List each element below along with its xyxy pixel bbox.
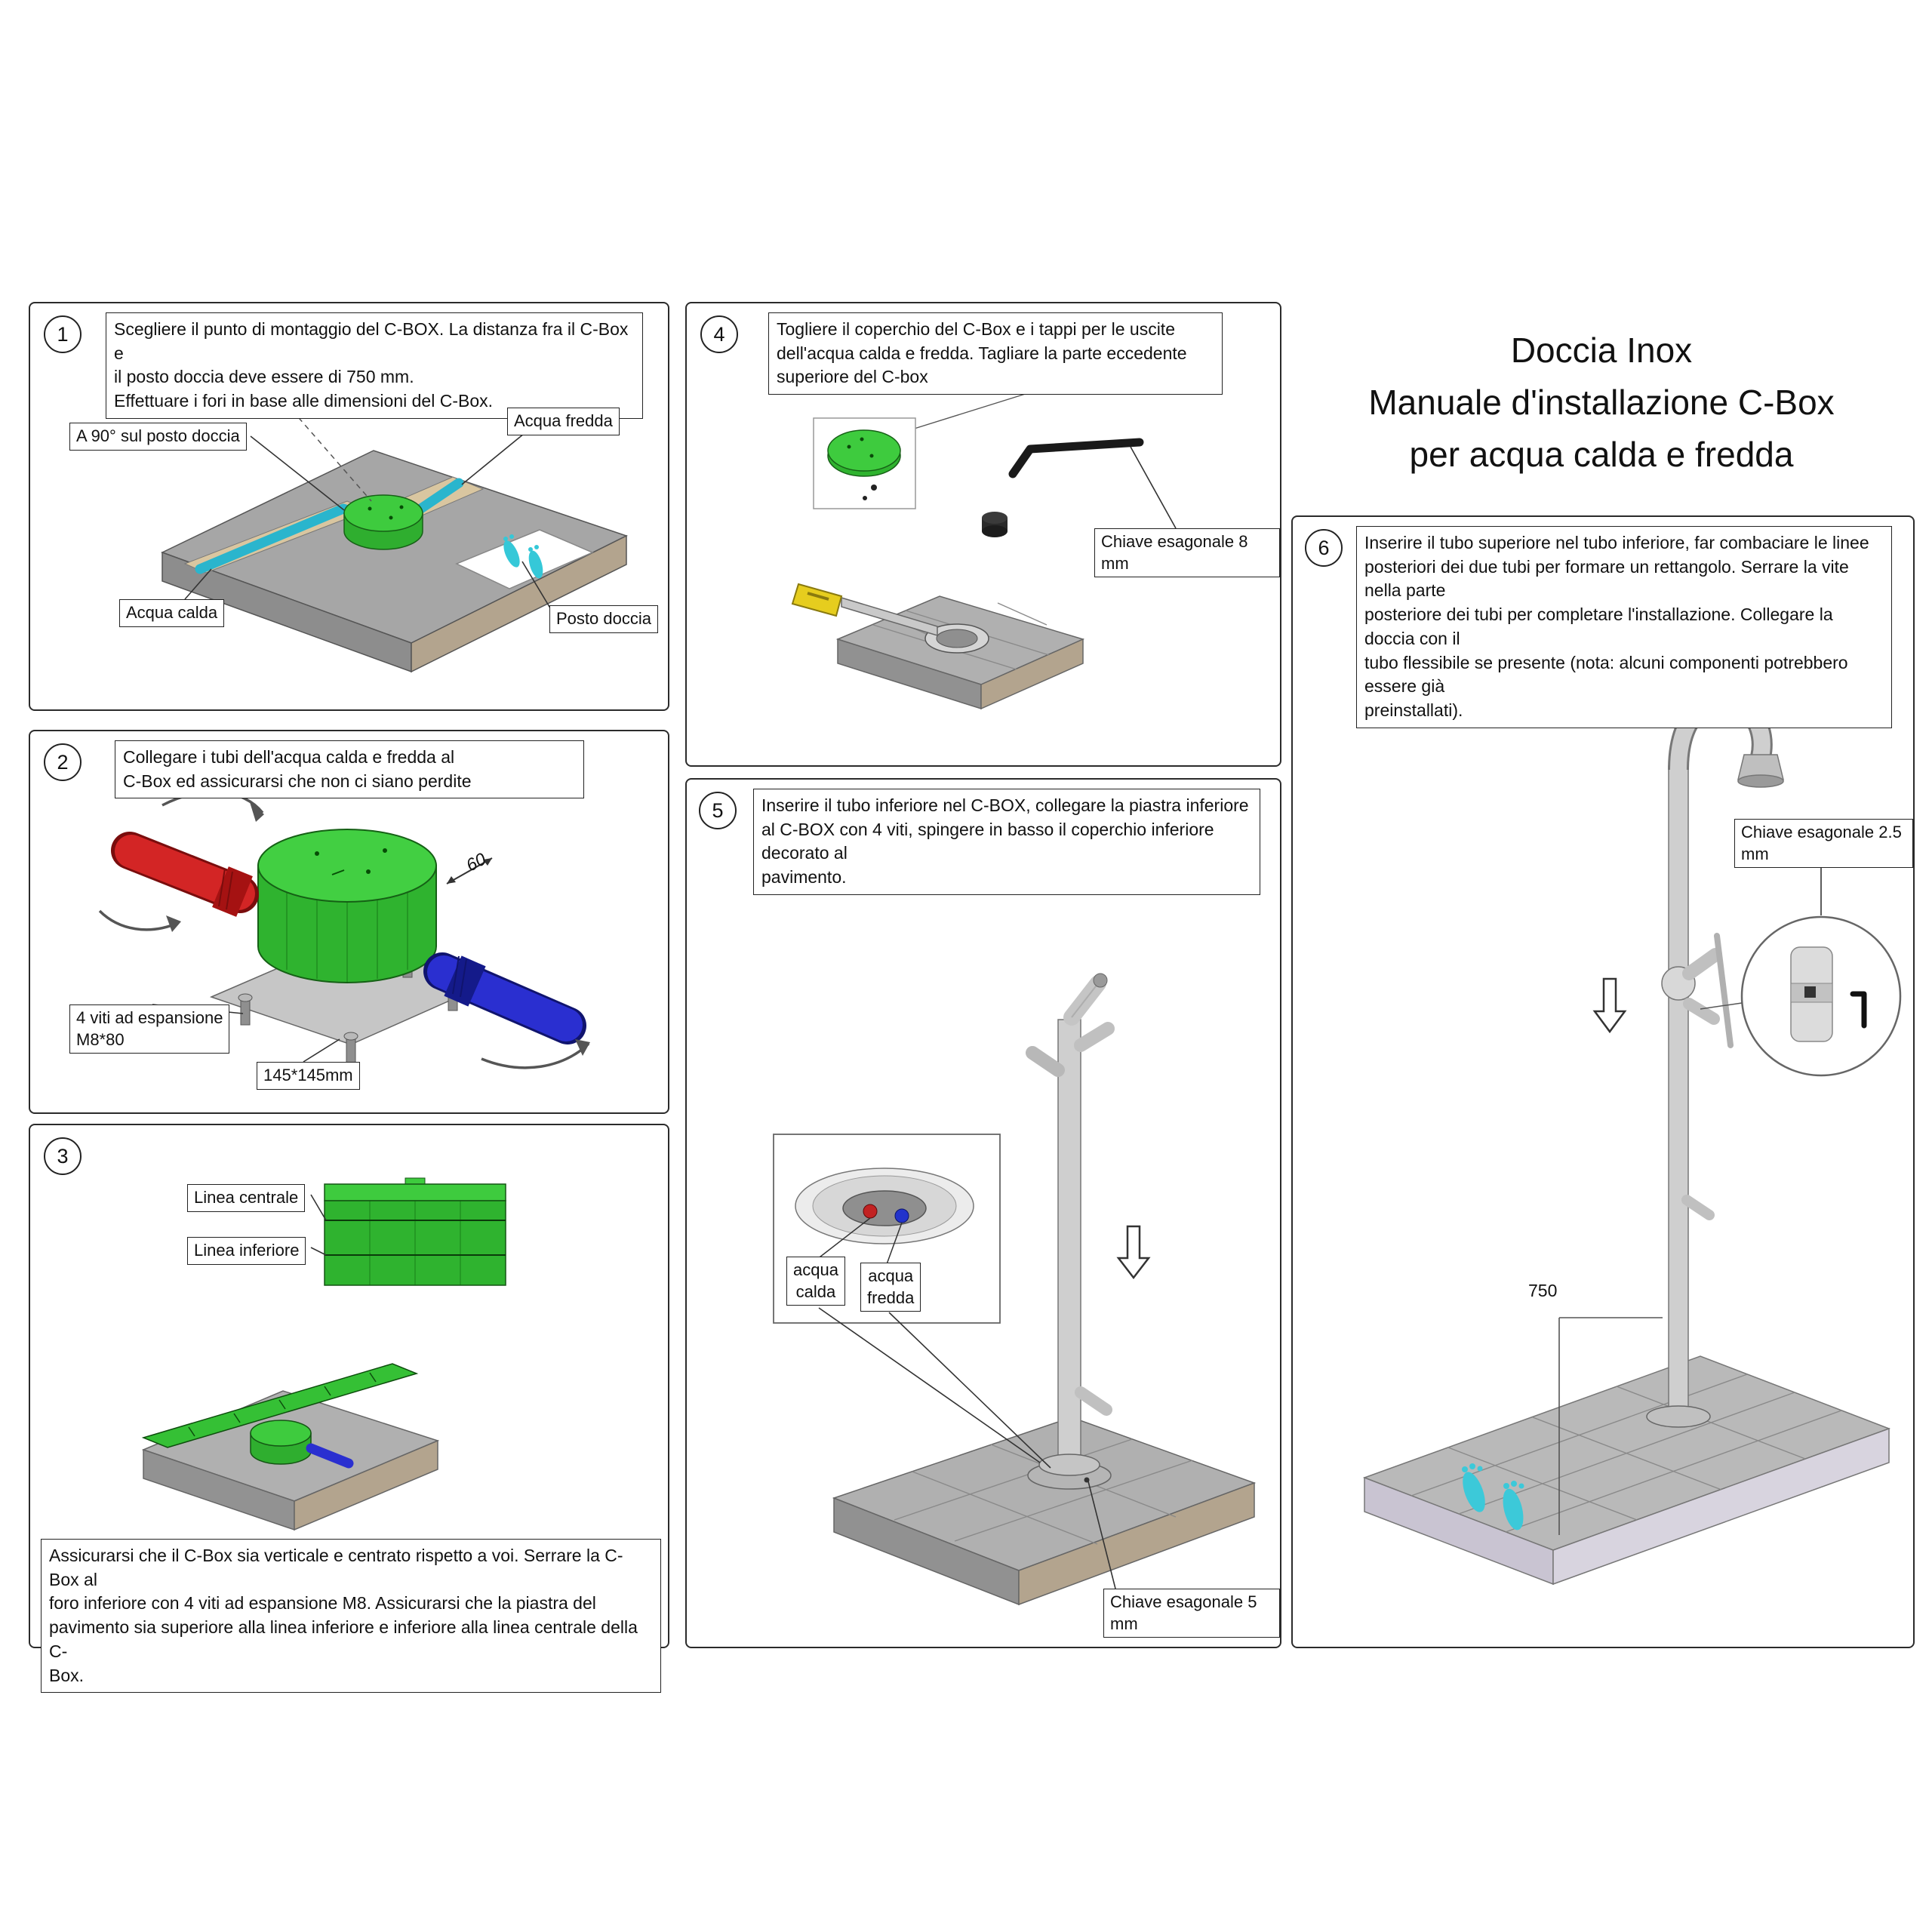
title-line-1: Doccia Inox (1510, 331, 1693, 370)
label-cold-water: Acqua fredda (507, 408, 620, 435)
step-5-panel: 5 Inserire il tubo inferiore nel C-BOX, … (685, 778, 1281, 1648)
label-hex-key-5: Chiave esagonale 5 mm (1103, 1589, 1280, 1638)
cbox-front-view (324, 1177, 506, 1286)
allen-key-icon (1008, 438, 1144, 478)
lower-tube (1026, 973, 1115, 1466)
footprints-icon (1462, 1463, 1524, 1531)
step-3-instruction: Assicurarsi che il C-Box sia verticale e… (41, 1539, 661, 1694)
magnifier-detail (1700, 915, 1902, 1077)
label-hex-key-8: Chiave esagonale 8 mm (1094, 528, 1280, 578)
title-line-3: per acqua calda e fredda (1409, 435, 1794, 474)
cbox-lid (813, 417, 916, 509)
step-4-panel: 4 Togliere il coperchio del C-Box e i ta… (685, 302, 1281, 767)
floor-slab (1362, 1355, 1891, 1586)
step-6-panel: 6 Inserire il tubo superiore nel tubo in… (1291, 515, 1915, 1648)
step-1-illustration (161, 395, 628, 673)
step-3-illustration (141, 1177, 506, 1531)
leader-lines (1130, 446, 1177, 529)
label-plate-size: 145*145mm (257, 1062, 360, 1090)
step-4-illustration (791, 392, 1177, 710)
cold-pipe-icon (423, 952, 586, 1044)
step-1-panel: 1 Scegliere il punto di montaggio del C-… (29, 302, 669, 711)
step-number: 6 (1305, 529, 1343, 567)
shower-mat (455, 529, 594, 589)
step-6-instruction: Inserire il tubo superiore nel tubo infe… (1356, 526, 1892, 728)
label-lower-line: Linea inferiore (187, 1237, 306, 1265)
step-5-illustration (773, 973, 1257, 1606)
leader-lines (184, 395, 555, 615)
label-dim-750: 750 (1528, 1281, 1558, 1300)
footprints-icon (503, 534, 543, 579)
step-5-instruction: Inserire il tubo inferiore nel C-BOX, co… (753, 789, 1260, 895)
base-flange (1027, 1454, 1112, 1490)
step-number: 2 (44, 743, 82, 781)
leader-lines (818, 1307, 1116, 1589)
label-expansion-screws: 4 viti ad espansione M8*80 (69, 1004, 230, 1054)
plug-icon (982, 512, 1008, 537)
step-2-panel: 2 Collegare i tubi dell'acqua calda e fr… (29, 730, 669, 1114)
dimension-750 (1558, 1317, 1663, 1535)
label-hex-key-25: Chiave esagonale 2.5 mm (1734, 819, 1913, 869)
dimension-60 (446, 857, 493, 884)
cbox-ring (924, 623, 989, 654)
step-number: 1 (44, 315, 82, 353)
hot-pipe-icon (111, 832, 259, 917)
label-center-line: Linea centrale (187, 1184, 306, 1212)
step-number: 4 (700, 315, 738, 353)
step-2-instruction: Collegare i tubi dell'acqua calda e fred… (115, 740, 584, 799)
label-angle: A 90° sul posto doccia (69, 423, 247, 451)
cbox-cylinder (257, 829, 437, 983)
leader-lines (310, 1194, 327, 1256)
shower-head-icon (1737, 754, 1784, 788)
step-3-panel: 3 Linea centrale Linea inferiore Assicur… (29, 1124, 669, 1694)
cbox-icon (343, 494, 423, 550)
label-shower-spot: Posto doccia (549, 605, 658, 633)
step-1-instruction: Scegliere il punto di montaggio del C-BO… (106, 312, 643, 419)
allen-key-icon (1850, 991, 1867, 1029)
step-number: 3 (44, 1137, 82, 1175)
label-hot-water: acqua calda (786, 1257, 845, 1306)
step-number: 5 (699, 792, 737, 829)
title-line-2: Manuale d'installazione C-Box (1368, 383, 1835, 422)
label-cold-water: acqua fredda (860, 1263, 921, 1312)
step-4-instruction: Togliere il coperchio del C-Box e i tapp… (768, 312, 1223, 395)
cbox-icon (250, 1420, 354, 1469)
saw-icon (791, 583, 938, 637)
label-hot-water: Acqua calda (119, 599, 225, 627)
leveling-bar (141, 1363, 419, 1448)
floor-slab (832, 1417, 1257, 1606)
step-2-illustration (98, 790, 590, 1069)
document-title: Doccia Inox Manuale d'installazione C-Bo… (1291, 325, 1912, 481)
down-arrow-icon (1116, 1225, 1151, 1280)
down-arrow-icon (1592, 977, 1627, 1034)
shower-column (1646, 691, 1784, 1428)
